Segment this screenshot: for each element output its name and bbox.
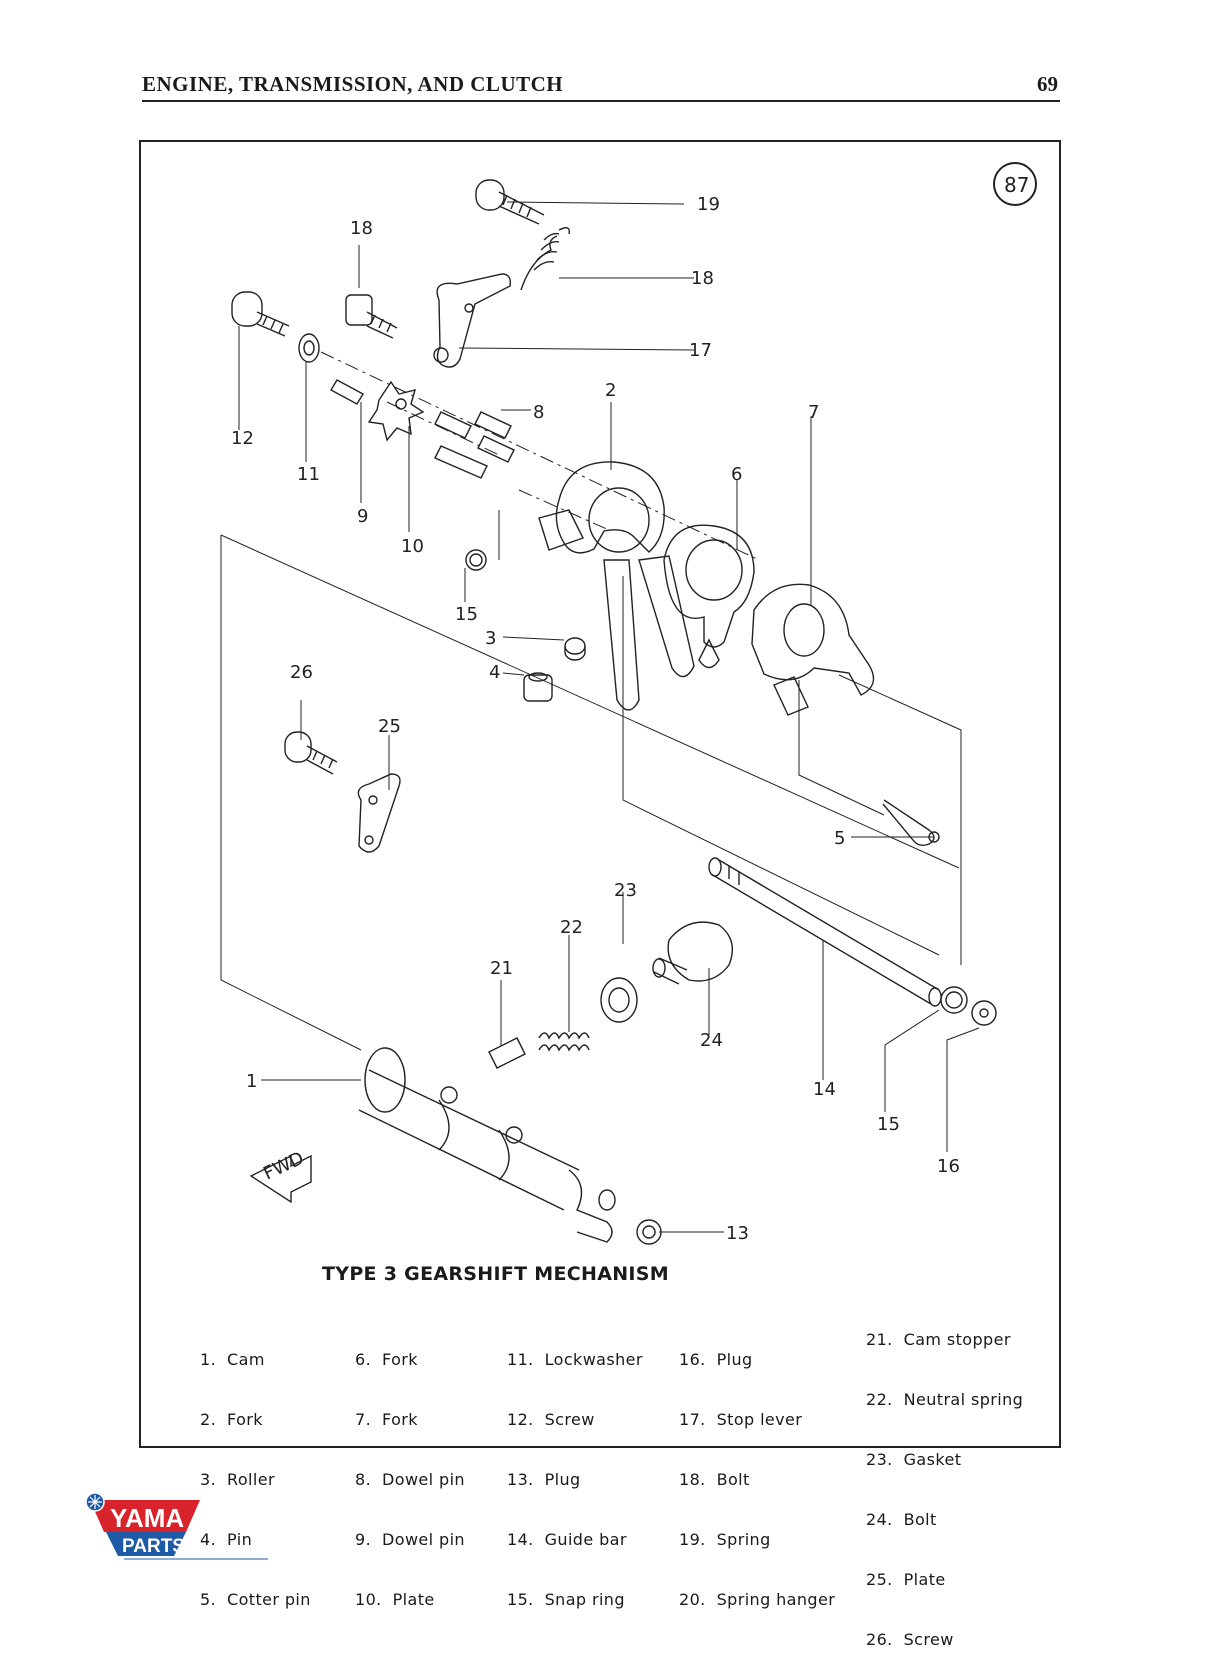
legend-item: 7. Fork <box>355 1410 418 1429</box>
callout-22: 22 <box>560 917 583 938</box>
plug-part-16 <box>971 1000 997 1026</box>
logo-text-parts: PARTS <box>122 1536 185 1557</box>
spring-part <box>520 227 570 291</box>
legend-item: 18. Bolt <box>679 1470 750 1489</box>
callout-8: 8 <box>533 402 544 423</box>
spring-hanger-part <box>475 179 545 225</box>
callout-15-upper: 15 <box>455 604 478 625</box>
legend-item: 24. Bolt <box>866 1510 937 1529</box>
snap-ring-lower <box>940 986 968 1014</box>
legend-item: 3. Roller <box>200 1470 275 1489</box>
legend-item: 10. Plate <box>355 1590 435 1609</box>
legend-item: 19. Spring <box>679 1530 771 1549</box>
fwd-label: FWD <box>260 1148 307 1185</box>
callout-23: 23 <box>614 880 637 901</box>
lockwasher-part <box>298 333 320 363</box>
callout-21: 21 <box>490 958 513 979</box>
bolt-part-24 <box>652 921 733 985</box>
cam-stopper-part <box>488 1037 526 1069</box>
gasket-part <box>600 977 638 1023</box>
legend-item: 11. Lockwasher <box>507 1350 643 1369</box>
plate-10 <box>367 380 425 442</box>
callout-6: 6 <box>731 464 742 485</box>
fork-part-7 <box>751 583 875 716</box>
legend-item: 6. Fork <box>355 1350 418 1369</box>
legend-item: 1. Cam <box>200 1350 265 1369</box>
callout-17: 17 <box>689 340 712 361</box>
callout-24: 24 <box>700 1030 723 1051</box>
bolt-part <box>345 294 398 339</box>
legend-item: 14. Guide bar <box>507 1530 627 1549</box>
legend-column-4: 16. Plug 17. Stop lever 18. Bolt 19. Spr… <box>679 1310 835 1630</box>
callout-7: 7 <box>808 402 819 423</box>
callout-26: 26 <box>290 662 313 683</box>
callout-1: 1 <box>246 1071 257 1092</box>
fork-part-6 <box>663 524 755 669</box>
legend-item: 20. Spring hanger <box>679 1590 836 1609</box>
screw-part-12 <box>231 291 290 337</box>
callout-9: 9 <box>357 506 368 527</box>
screw-part-26 <box>284 731 338 775</box>
stop-lever-part <box>433 273 512 368</box>
yama-parts-logo[interactable]: YAMA PARTS <box>82 1490 272 1560</box>
callout-13: 13 <box>726 1223 749 1244</box>
dowel-pins-8 <box>434 411 515 479</box>
figure-number: 87 <box>1004 173 1029 197</box>
snap-ring-upper <box>465 549 487 571</box>
fwd-arrow-icon <box>249 1154 312 1204</box>
legend-item: 4. Pin <box>200 1530 253 1549</box>
pin-part <box>523 672 553 702</box>
legend-column-3: 11. Lockwasher 12. Screw 13. Plug 14. Gu… <box>507 1310 643 1630</box>
legend-item: 23. Gasket <box>866 1450 962 1469</box>
figure-frame <box>139 140 1061 1448</box>
callout-19: 18 <box>691 268 714 289</box>
callout-11: 11 <box>297 464 320 485</box>
callout-5: 5 <box>834 828 845 849</box>
plug-part-13 <box>636 1219 662 1245</box>
callout-25: 25 <box>378 716 401 737</box>
neutral-spring-part <box>538 1032 590 1052</box>
plate-25 <box>357 773 401 853</box>
legend-item: 16. Plug <box>679 1350 753 1369</box>
figure-caption: TYPE 3 GEARSHIFT MECHANISM <box>322 1263 669 1285</box>
legend-item: 22. Neutral spring <box>866 1390 1024 1409</box>
page-number: 69 <box>1037 72 1058 96</box>
callout-12: 12 <box>231 428 254 449</box>
guide-bar-part <box>708 857 942 1007</box>
legend-column-5: 21. Cam stopper 22. Neutral spring 23. G… <box>866 1290 1023 1670</box>
legend-item: 8. Dowel pin <box>355 1470 465 1489</box>
legend-column-1: 1. Cam 2. Fork 3. Roller 4. Pin 5. Cotte… <box>200 1310 311 1630</box>
legend-item: 13. Plug <box>507 1470 581 1489</box>
callout-numbers: 19 18 17 18 12 11 9 10 8 2 6 7 15 3 4 5 … <box>231 173 1029 1244</box>
figure-number-circle <box>993 162 1037 206</box>
legend-item: 5. Cotter pin <box>200 1590 311 1609</box>
exploded-diagram: 19 18 17 18 12 11 9 10 8 2 6 7 15 3 4 5 … <box>220 162 1037 1245</box>
logo-text-yama: YAMA <box>110 1503 184 1533</box>
callout-20: 19 <box>697 194 720 215</box>
callout-15-lower: 15 <box>877 1114 900 1135</box>
cotter-pin-part <box>882 799 940 847</box>
roller-part <box>564 637 586 661</box>
cam-part <box>358 1047 616 1243</box>
legend-item: 25. Plate <box>866 1570 946 1589</box>
legend-item: 9. Dowel pin <box>355 1530 465 1549</box>
legend-item: 26. Screw <box>866 1630 954 1649</box>
legend-item: 12. Screw <box>507 1410 595 1429</box>
dowel-pin-9 <box>330 379 364 405</box>
callout-4: 4 <box>489 662 500 683</box>
callout-14: 14 <box>813 1079 836 1100</box>
legend-column-2: 6. Fork 7. Fork 8. Dowel pin 9. Dowel pi… <box>355 1310 465 1630</box>
callout-16: 16 <box>937 1156 960 1177</box>
callout-2: 2 <box>605 380 616 401</box>
legend-item: 15. Snap ring <box>507 1590 625 1609</box>
section-title: ENGINE, TRANSMISSION, AND CLUTCH <box>142 72 564 96</box>
legend-item: 21. Cam stopper <box>866 1330 1011 1349</box>
callout-3: 3 <box>485 628 496 649</box>
callout-18: 18 <box>350 218 373 239</box>
legend-item: 2. Fork <box>200 1410 263 1429</box>
legend-item: 17. Stop lever <box>679 1410 803 1429</box>
fork-part-2 <box>538 461 695 711</box>
callout-10: 10 <box>401 536 424 557</box>
page-header: ENGINE, TRANSMISSION, AND CLUTCH 69 <box>142 70 1060 102</box>
